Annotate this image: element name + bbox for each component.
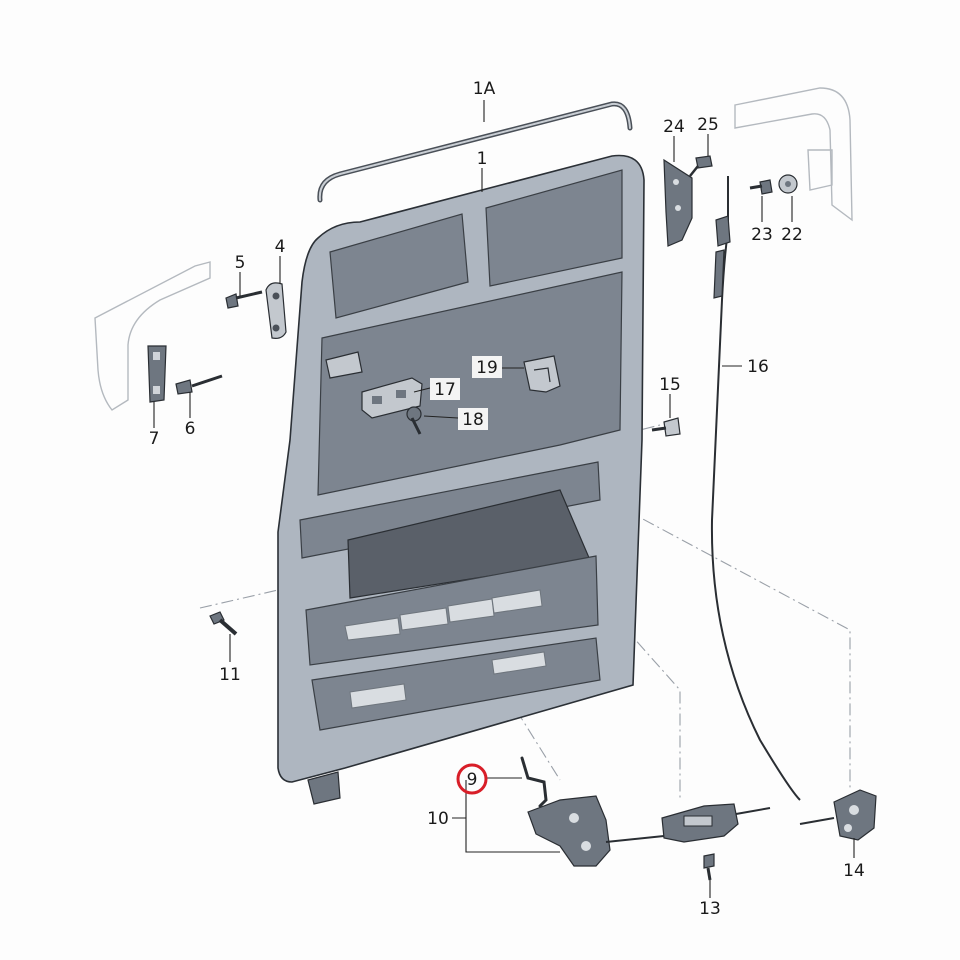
part-13-remote-control-unit (661, 803, 771, 881)
part-7-bracket (147, 345, 167, 403)
label-13: 13 (699, 899, 721, 919)
leader-lines (153, 100, 855, 898)
part-14-latch (799, 789, 877, 841)
label-24: 24 (663, 117, 685, 137)
part-5-screw (225, 290, 263, 309)
part-24-roller-bracket (663, 158, 693, 247)
part-1-sliding-door (277, 154, 645, 805)
label-16: 16 (747, 357, 769, 377)
part-6-bolt (175, 374, 223, 395)
label-1: 1 (477, 149, 488, 169)
label-15: 15 (659, 375, 681, 395)
part-9-spring-clip (520, 756, 548, 808)
part-22-washer (778, 174, 798, 194)
label-11: 11 (219, 665, 241, 685)
part-19-catch (523, 355, 561, 393)
part-10-lock (527, 795, 665, 867)
label-14: 14 (843, 861, 865, 881)
label-6: 6 (185, 419, 196, 439)
label-9: 9 (467, 770, 478, 790)
label-22: 22 (781, 225, 803, 245)
label-17: 17 (434, 380, 456, 400)
label-18: 18 (462, 410, 484, 430)
callout-labels: 1A 1 24 25 23 22 5 4 7 6 19 17 18 16 15 … (149, 79, 865, 919)
part-4-hinge-plate (265, 282, 287, 339)
highlight-ring-part-9 (456, 763, 488, 795)
label-19: 19 (476, 358, 498, 378)
part-23-bolt (749, 179, 773, 195)
part-17-guide (361, 377, 423, 419)
label-5: 5 (235, 253, 246, 273)
label-23: 23 (751, 225, 773, 245)
label-1a: 1A (473, 79, 496, 99)
label-7: 7 (149, 429, 160, 449)
part-16-release-cable (710, 176, 801, 801)
vehicle-body-outline (94, 87, 853, 411)
label-25: 25 (697, 115, 719, 135)
label-10: 10 (427, 809, 449, 829)
part-18-screw (406, 406, 422, 435)
part-15-bolt (651, 417, 681, 437)
part-25-screw (689, 155, 713, 177)
label-4: 4 (275, 237, 286, 257)
part-11-bolt (209, 611, 238, 636)
